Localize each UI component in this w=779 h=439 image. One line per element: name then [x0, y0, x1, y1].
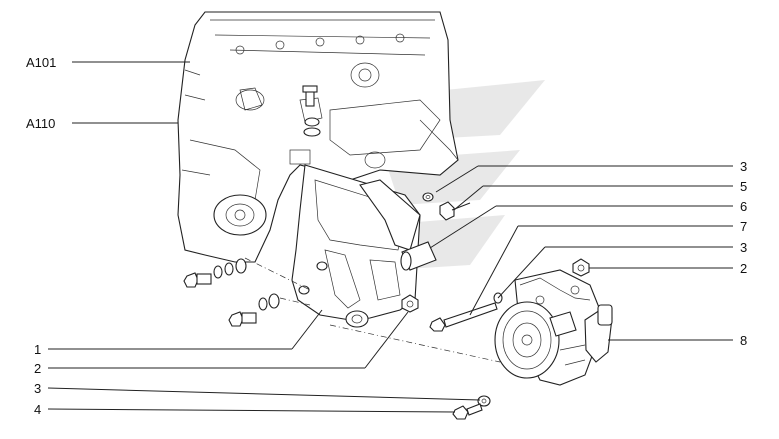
washer-and-bolt-upper: [422, 192, 471, 221]
callout-a101: A101: [26, 55, 56, 70]
callout-left-3: 3: [34, 381, 41, 396]
left-bolts-lower: [228, 293, 280, 327]
callout-right-7: 7: [740, 219, 747, 234]
callout-right-3-lower: 3: [740, 240, 747, 255]
callout-right-8: 8: [740, 333, 747, 348]
top-stud-bolt: [302, 85, 321, 137]
bracket-nut: [401, 294, 419, 313]
assembly-axis-lines: [244, 257, 501, 363]
long-bolt: [429, 292, 503, 332]
callout-right-6: 6: [740, 199, 747, 214]
spacer-sleeve: [400, 241, 437, 271]
callout-right-2: 2: [740, 261, 747, 276]
callout-left-1: 1: [34, 342, 41, 357]
pump-nut: [572, 258, 590, 277]
callout-left-2: 2: [34, 361, 41, 376]
callout-right-3-upper: 3: [740, 159, 747, 174]
power-steering-pump: [494, 269, 613, 386]
pump-bracket: [291, 164, 421, 328]
washer-and-bolt-lower: [452, 395, 491, 420]
callout-labels: A101 A110 3 5 6 7 3 2 8 1 2 3 4: [26, 55, 747, 417]
left-bolts-upper: [183, 258, 247, 288]
engine-block: [177, 11, 459, 263]
callout-a110: A110: [26, 116, 55, 131]
callout-right-5: 5: [740, 179, 747, 194]
callout-left-4: 4: [34, 402, 41, 417]
leader-lines: [47, 61, 733, 413]
